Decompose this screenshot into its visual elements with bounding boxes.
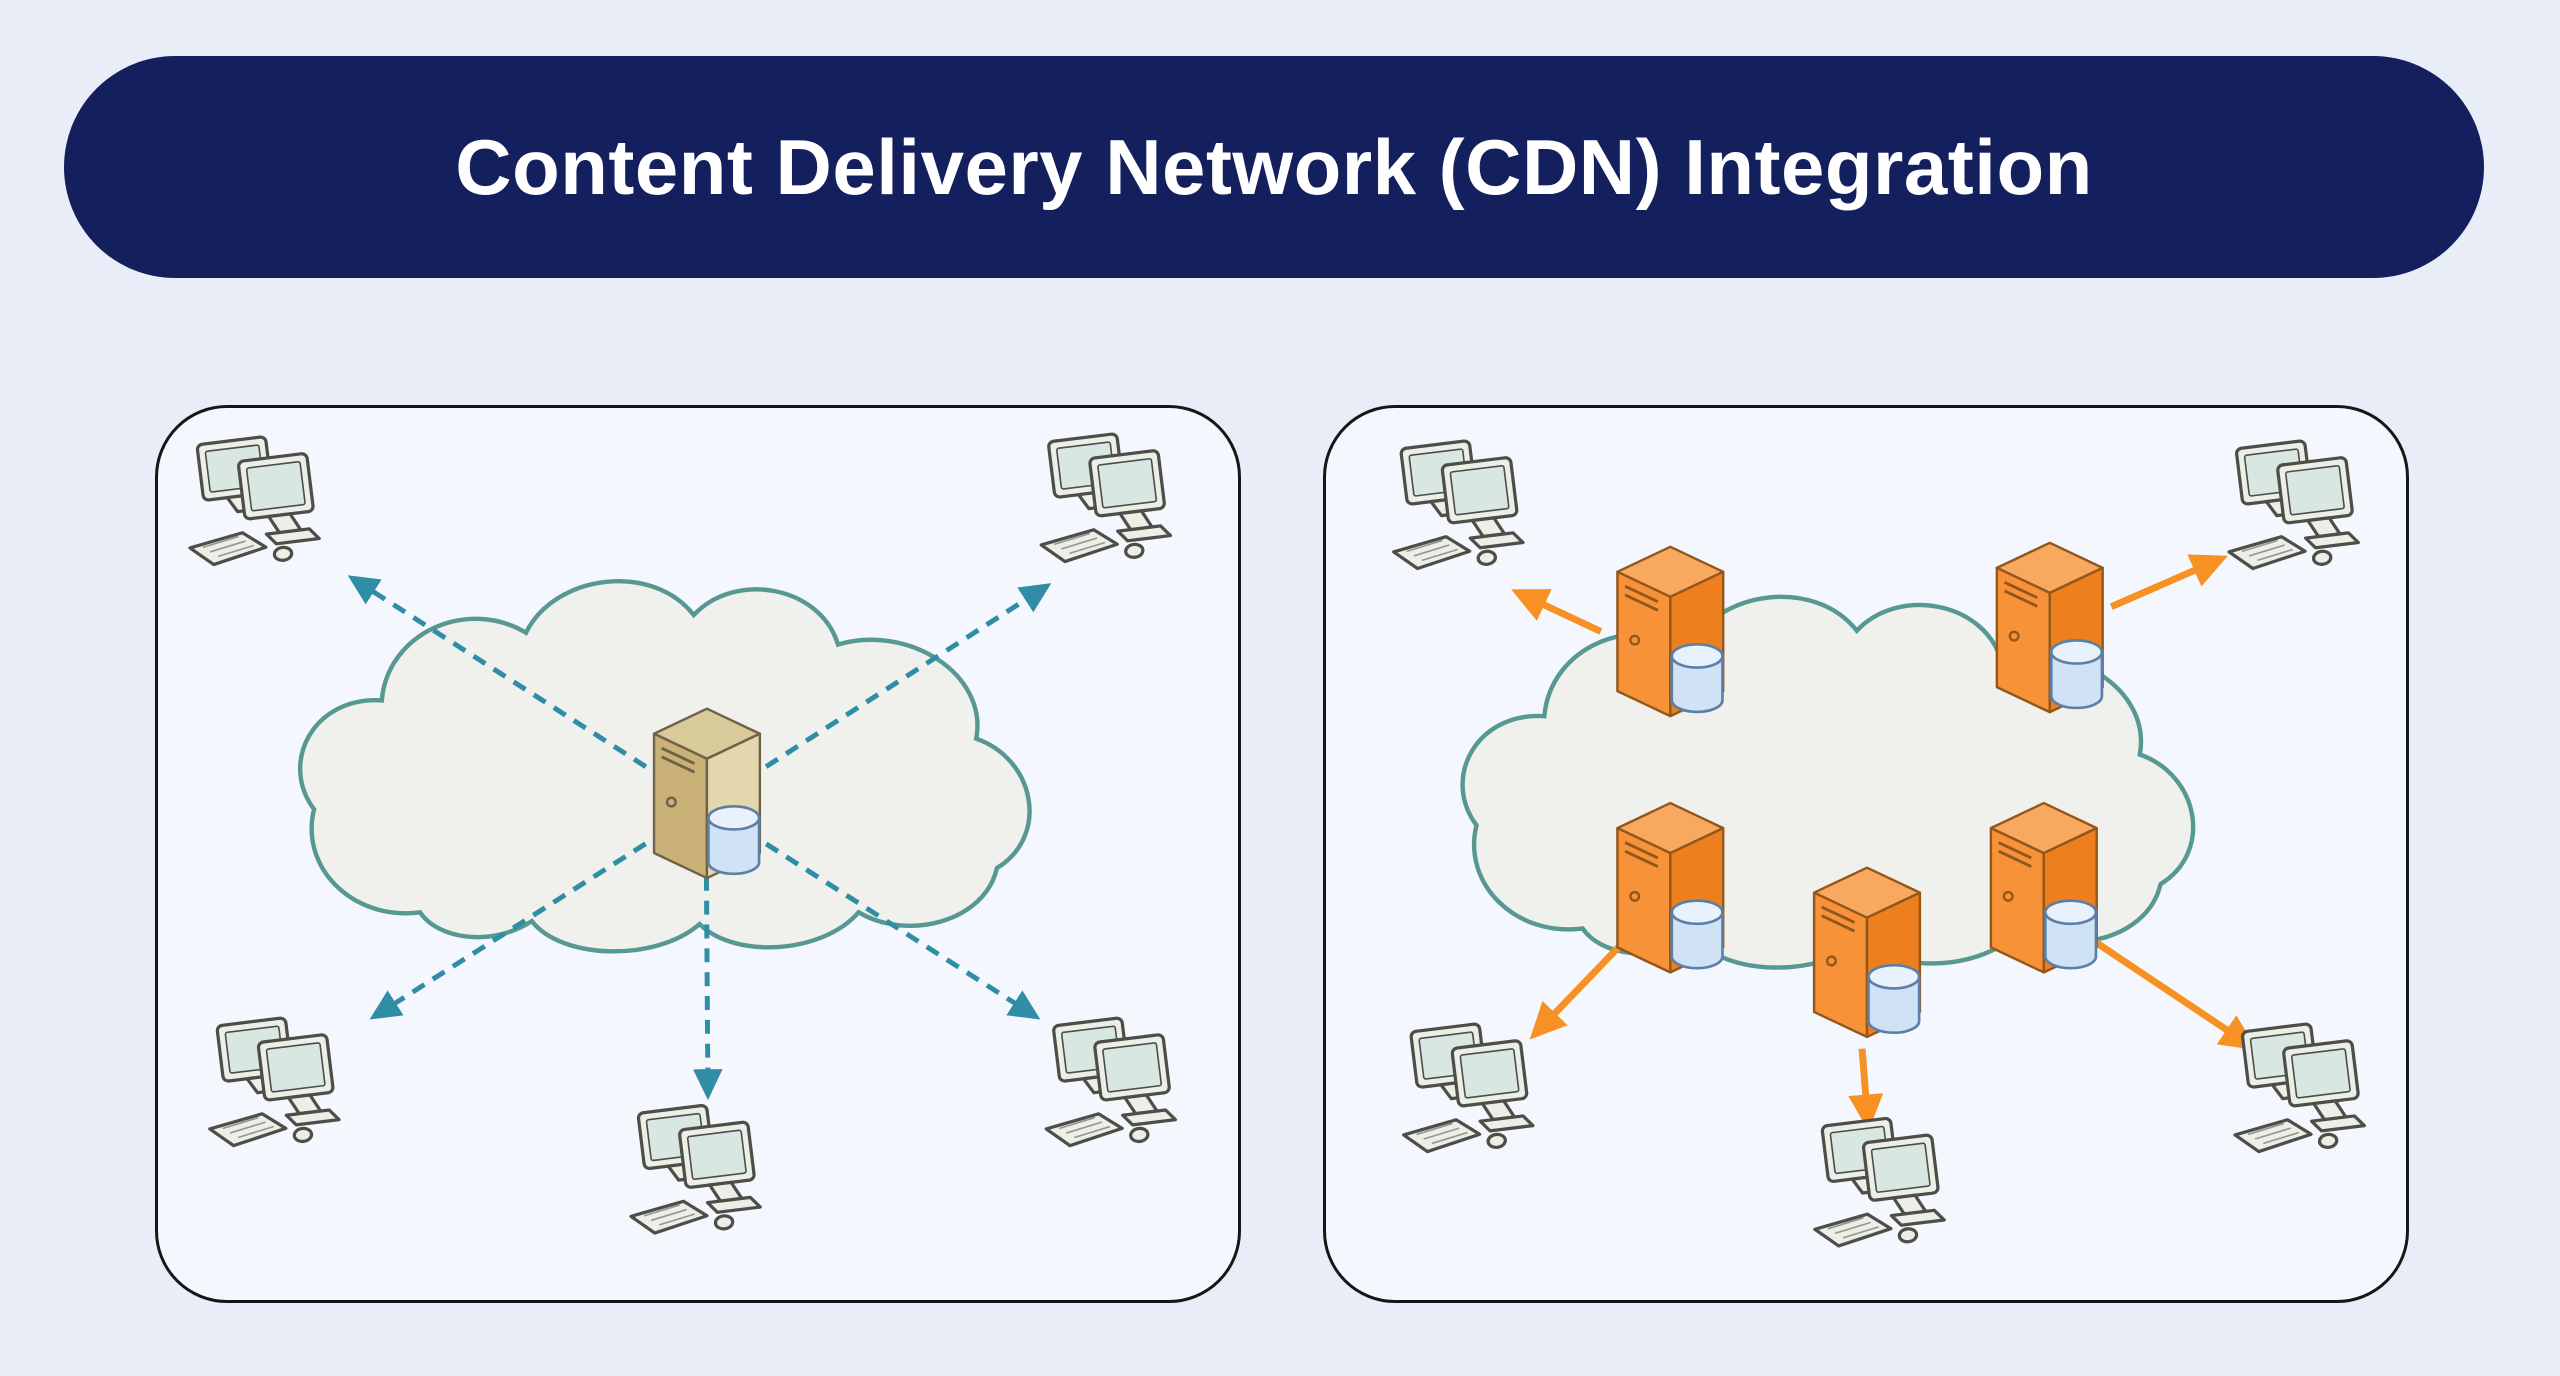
client-computer-icon	[1389, 1019, 1537, 1161]
database-icon	[1670, 899, 1724, 970]
client-computer-icon	[1032, 1013, 1180, 1155]
title-banner: Content Delivery Network (CDN) Integrati…	[64, 56, 2484, 278]
delivery-arrow	[1511, 589, 1603, 635]
client-computer-icon	[617, 1101, 764, 1242]
client-computer-icon	[1800, 1114, 1948, 1255]
database-icon	[1670, 642, 1724, 714]
delivery-arrow	[2089, 936, 2258, 1051]
client-computer-icon	[195, 1013, 343, 1155]
delivery-arrow	[2109, 554, 2228, 610]
client-computer-icon	[1379, 436, 1527, 578]
origin-network-figure	[175, 429, 1180, 1242]
delivery-arrow	[369, 803, 708, 1020]
origin-network-panel	[155, 405, 1241, 1303]
database-icon	[706, 804, 761, 876]
cdn-network-panel	[1323, 405, 2409, 1303]
delivery-arrow	[704, 803, 1041, 1020]
database-icon	[2043, 899, 2098, 970]
page-title: Content Delivery Network (CDN) Integrati…	[455, 122, 2093, 211]
client-computer-icon	[175, 432, 323, 574]
database-icon	[1867, 963, 1921, 1035]
cdn-network-figure	[1379, 436, 2369, 1255]
client-computer-icon	[2221, 1019, 2369, 1161]
delivery-arrow	[704, 583, 1052, 808]
client-computer-icon	[1027, 429, 1175, 571]
database-icon	[2049, 638, 2104, 710]
delivery-arrow	[1848, 1048, 1884, 1132]
client-computer-icon	[2215, 436, 2363, 578]
